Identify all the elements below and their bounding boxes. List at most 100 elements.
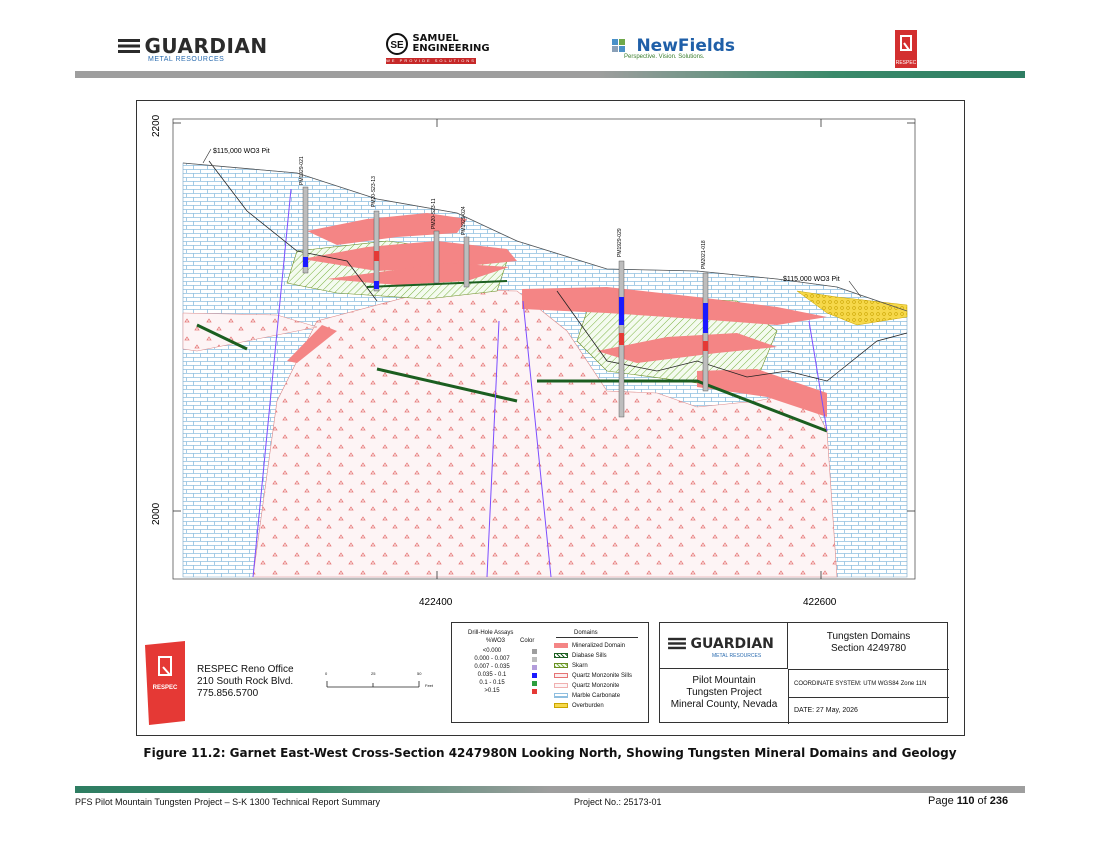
- guardian-logo: GUARDIAN METAL RESOURCES: [118, 34, 268, 63]
- diabase-sill-3: [537, 379, 828, 433]
- respec-logo-icon: [145, 641, 185, 725]
- quartz-monzonite-area: [252, 288, 838, 578]
- domain-label: Quartz Monzonite: [572, 683, 620, 689]
- newfields-logo: NewFields Perspective. Vision. Solutions…: [612, 36, 735, 60]
- cross-section-drawing: $115,000 WO3 Pit $115,000 WO3 Pit PM1929…: [151, 114, 916, 608]
- domain-legend-row: Overburden: [554, 701, 648, 711]
- domain-swatch: [554, 683, 568, 688]
- fault-line-4: [808, 320, 828, 432]
- domain-swatch: [554, 643, 568, 648]
- domain-legend-row: Quartz Monzonite: [554, 681, 648, 691]
- pit-label-left: $115,000 WO3 Pit: [213, 148, 270, 155]
- diabase-sill-4: [366, 280, 508, 288]
- guardian-mark-icon: [118, 39, 140, 53]
- page-current: 110: [956, 795, 975, 807]
- cross-section-figure: $115,000 WO3 Pit $115,000 WO3 Pit PM1929…: [136, 100, 965, 736]
- respec-header-word: RESPEC: [895, 60, 917, 66]
- title-block: GUARDIAN METAL RESOURCES Tungsten Domain…: [659, 622, 949, 724]
- diabase-sill-1: [196, 323, 248, 351]
- mineralized-domain-2: [302, 241, 517, 271]
- footer-page-number: Page 110 of 236: [928, 795, 1008, 807]
- scale-label-50: 50: [417, 671, 422, 676]
- page-of: of: [974, 795, 990, 807]
- drill-hole-label-3: PM20-S23-11: [431, 198, 437, 229]
- respec-office-address: RESPEC Reno Office 210 South Rock Blvd. …: [197, 664, 294, 700]
- domain-label: Quartz Monzonite Sills: [572, 673, 633, 679]
- assay-row: <0.000: [460, 647, 550, 655]
- pit-outline-left: [208, 160, 378, 302]
- newfields-squares-icon: [612, 39, 625, 52]
- footer-project-number: Project No.: 25173-01: [574, 797, 662, 807]
- assay-col-wo3: %WO3: [486, 638, 506, 644]
- drill-hole-label-6: PM2021-018: [701, 240, 707, 269]
- domain-label: Marble Carbonate: [572, 693, 621, 699]
- domain-label: Mineralized Domain: [572, 643, 626, 649]
- x-tick-422400: 422400: [419, 597, 453, 608]
- assay-title: Drill-Hole Assays: [468, 630, 514, 636]
- respec-header-logo: RESPEC: [895, 30, 917, 68]
- domain-legend-row: Quartz Monzonite Sills: [554, 671, 648, 681]
- assay-color-swatch: [532, 681, 537, 686]
- drill-hole-traces: [302, 186, 709, 418]
- y-tick-2200: 2200: [151, 114, 162, 137]
- scale-label-25: 25: [371, 671, 376, 676]
- scale-bar-graphic: [326, 681, 420, 688]
- assay-color-swatch: [532, 673, 537, 678]
- domain-swatch: [554, 673, 568, 678]
- project-line2: Tungsten Project: [686, 687, 762, 698]
- x-tick-422600: 422600: [803, 597, 837, 608]
- footer-report-title: PFS Pilot Mountain Tungsten Project – S-…: [75, 797, 380, 807]
- figure-caption: Figure 11.2: Garnet East-West Cross-Sect…: [143, 746, 957, 760]
- coord-system: COORDINATE SYSTEM: UTM WGS84 Zone 11N: [794, 681, 927, 687]
- title-block-project: Pilot Mountain Tungsten Project Mineral …: [660, 675, 788, 711]
- domains-title: Domains: [574, 630, 598, 636]
- title-block-title-line2: Section 4249780: [830, 643, 907, 654]
- respec-logo: RESPEC: [145, 641, 185, 725]
- respec-office-street: 210 South Rock Blvd.: [197, 676, 294, 687]
- respec-r-icon: [900, 35, 912, 51]
- title-block-guardian-logo: GUARDIAN METAL RESOURCES: [668, 635, 774, 659]
- samuel-line2: ENGINEERING: [412, 43, 490, 54]
- quartz-monzonite-sill: [182, 312, 318, 352]
- title-guardian-mark-icon: [668, 638, 686, 650]
- mineralized-domain-7: [287, 325, 337, 363]
- title-block-title: Tungsten Domains Section 4249780: [788, 631, 949, 655]
- domain-label: Overburden: [572, 703, 604, 709]
- scale-label-0: 0: [325, 671, 328, 676]
- pit-label-right: $115,000 WO3 Pit: [783, 276, 840, 283]
- guardian-subtitle: METAL RESOURCES: [148, 56, 225, 63]
- title-block-title-line1: Tungsten Domains: [826, 631, 911, 642]
- assay-row: >0.15: [460, 687, 550, 695]
- drill-hole-label-5: PM1929-029: [617, 228, 623, 257]
- domain-swatch: [554, 653, 568, 658]
- drill-hole-label-2: PM20-S23-13: [371, 176, 377, 207]
- domain-legend-row: Diabase Sills: [554, 651, 648, 661]
- fault-line-2: [486, 320, 500, 578]
- samuel-line1: SAMUEL: [412, 33, 459, 44]
- mineralized-domain-5: [597, 333, 777, 363]
- newfields-tagline: Perspective. Vision. Solutions.: [624, 54, 705, 60]
- assay-range: 0.035 - 0.1: [477, 672, 507, 678]
- respec-office-name: RESPEC Reno Office: [197, 664, 294, 675]
- project-line1: Pilot Mountain: [692, 675, 756, 686]
- se-circle-icon: SE: [386, 33, 408, 55]
- domain-swatch: [554, 693, 568, 698]
- assay-row: 0.1 - 0.15: [460, 679, 550, 687]
- guardian-wordmark: GUARDIAN: [144, 34, 268, 58]
- domain-label: Skarn: [572, 663, 588, 669]
- assay-row: 0.000 - 0.007: [460, 655, 550, 663]
- fault-line-3: [522, 300, 552, 578]
- page-total: 236: [989, 795, 1009, 807]
- scale-unit: Feet: [425, 683, 434, 688]
- fault-line-1: [252, 188, 292, 578]
- drill-hole-label-1: PM1929-021: [299, 156, 305, 185]
- domain-legend-row: Skarn: [554, 661, 648, 671]
- assay-range: 0.000 - 0.007: [474, 656, 510, 662]
- y-tick-2000: 2000: [151, 502, 162, 525]
- mineralized-domain-4: [522, 287, 827, 325]
- assay-color-swatch: [532, 689, 537, 694]
- title-guardian-sub: METAL RESOURCES: [712, 653, 762, 659]
- samuel-tagline: WE PROVIDE SOLUTIONS: [386, 58, 476, 64]
